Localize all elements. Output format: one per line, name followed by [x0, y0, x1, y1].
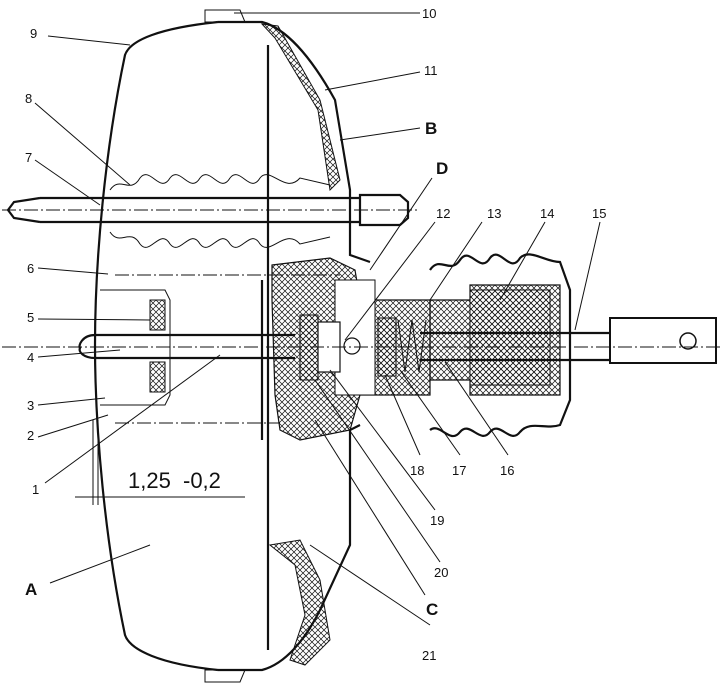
spring-17 [397, 319, 427, 373]
bellows-8-top [109, 174, 331, 191]
label-8: 8 [25, 91, 32, 106]
label-19: 19 [430, 513, 444, 528]
label-4: 4 [27, 350, 34, 365]
label-3: 3 [27, 398, 34, 413]
label-20: 20 [434, 565, 448, 580]
bellows-8-bottom [109, 231, 331, 248]
protective-boot-13 [429, 253, 572, 438]
label-14: 14 [540, 206, 554, 221]
seal-ring-3b [149, 361, 166, 393]
rear-housing [218, 20, 371, 264]
rim-seam-bottom [204, 669, 246, 683]
label-C: C [426, 600, 438, 619]
front-housing [93, 20, 219, 672]
diaphragm-lower [268, 539, 331, 666]
label-18: 18 [410, 463, 424, 478]
label-12: 12 [436, 206, 450, 221]
label-9: 9 [30, 26, 37, 41]
label-D: D [436, 159, 448, 178]
label-1: 1 [32, 482, 39, 497]
fork-end [609, 317, 717, 364]
label-15: 15 [592, 206, 606, 221]
rim-seam-top [204, 9, 246, 23]
leader-lines [34, 12, 601, 626]
valve-chamber-D [334, 279, 376, 396]
label-17: 17 [452, 463, 466, 478]
label-B: B [425, 119, 437, 138]
label-13: 13 [487, 206, 501, 221]
filter-element-14 [469, 289, 551, 386]
pushrod-head-4 [78, 333, 96, 360]
label-10: 10 [422, 6, 436, 21]
seal-ring-3 [149, 299, 166, 331]
label-7: 7 [25, 150, 32, 165]
label-A: A [25, 580, 37, 599]
label-5: 5 [27, 310, 34, 325]
dimension-value: 1,25 [128, 468, 171, 493]
label-16: 16 [500, 463, 514, 478]
label-2: 2 [27, 428, 34, 443]
rod-nut-right [358, 193, 410, 227]
label-11: 11 [424, 63, 438, 78]
label-6: 6 [27, 261, 34, 276]
label-21: 21 [422, 648, 436, 663]
fork-pin-hole [679, 332, 697, 350]
diaphragm-upper [260, 23, 341, 192]
valve-ball-12 [343, 337, 361, 355]
dimension-tolerance: -0,2 [183, 468, 221, 493]
